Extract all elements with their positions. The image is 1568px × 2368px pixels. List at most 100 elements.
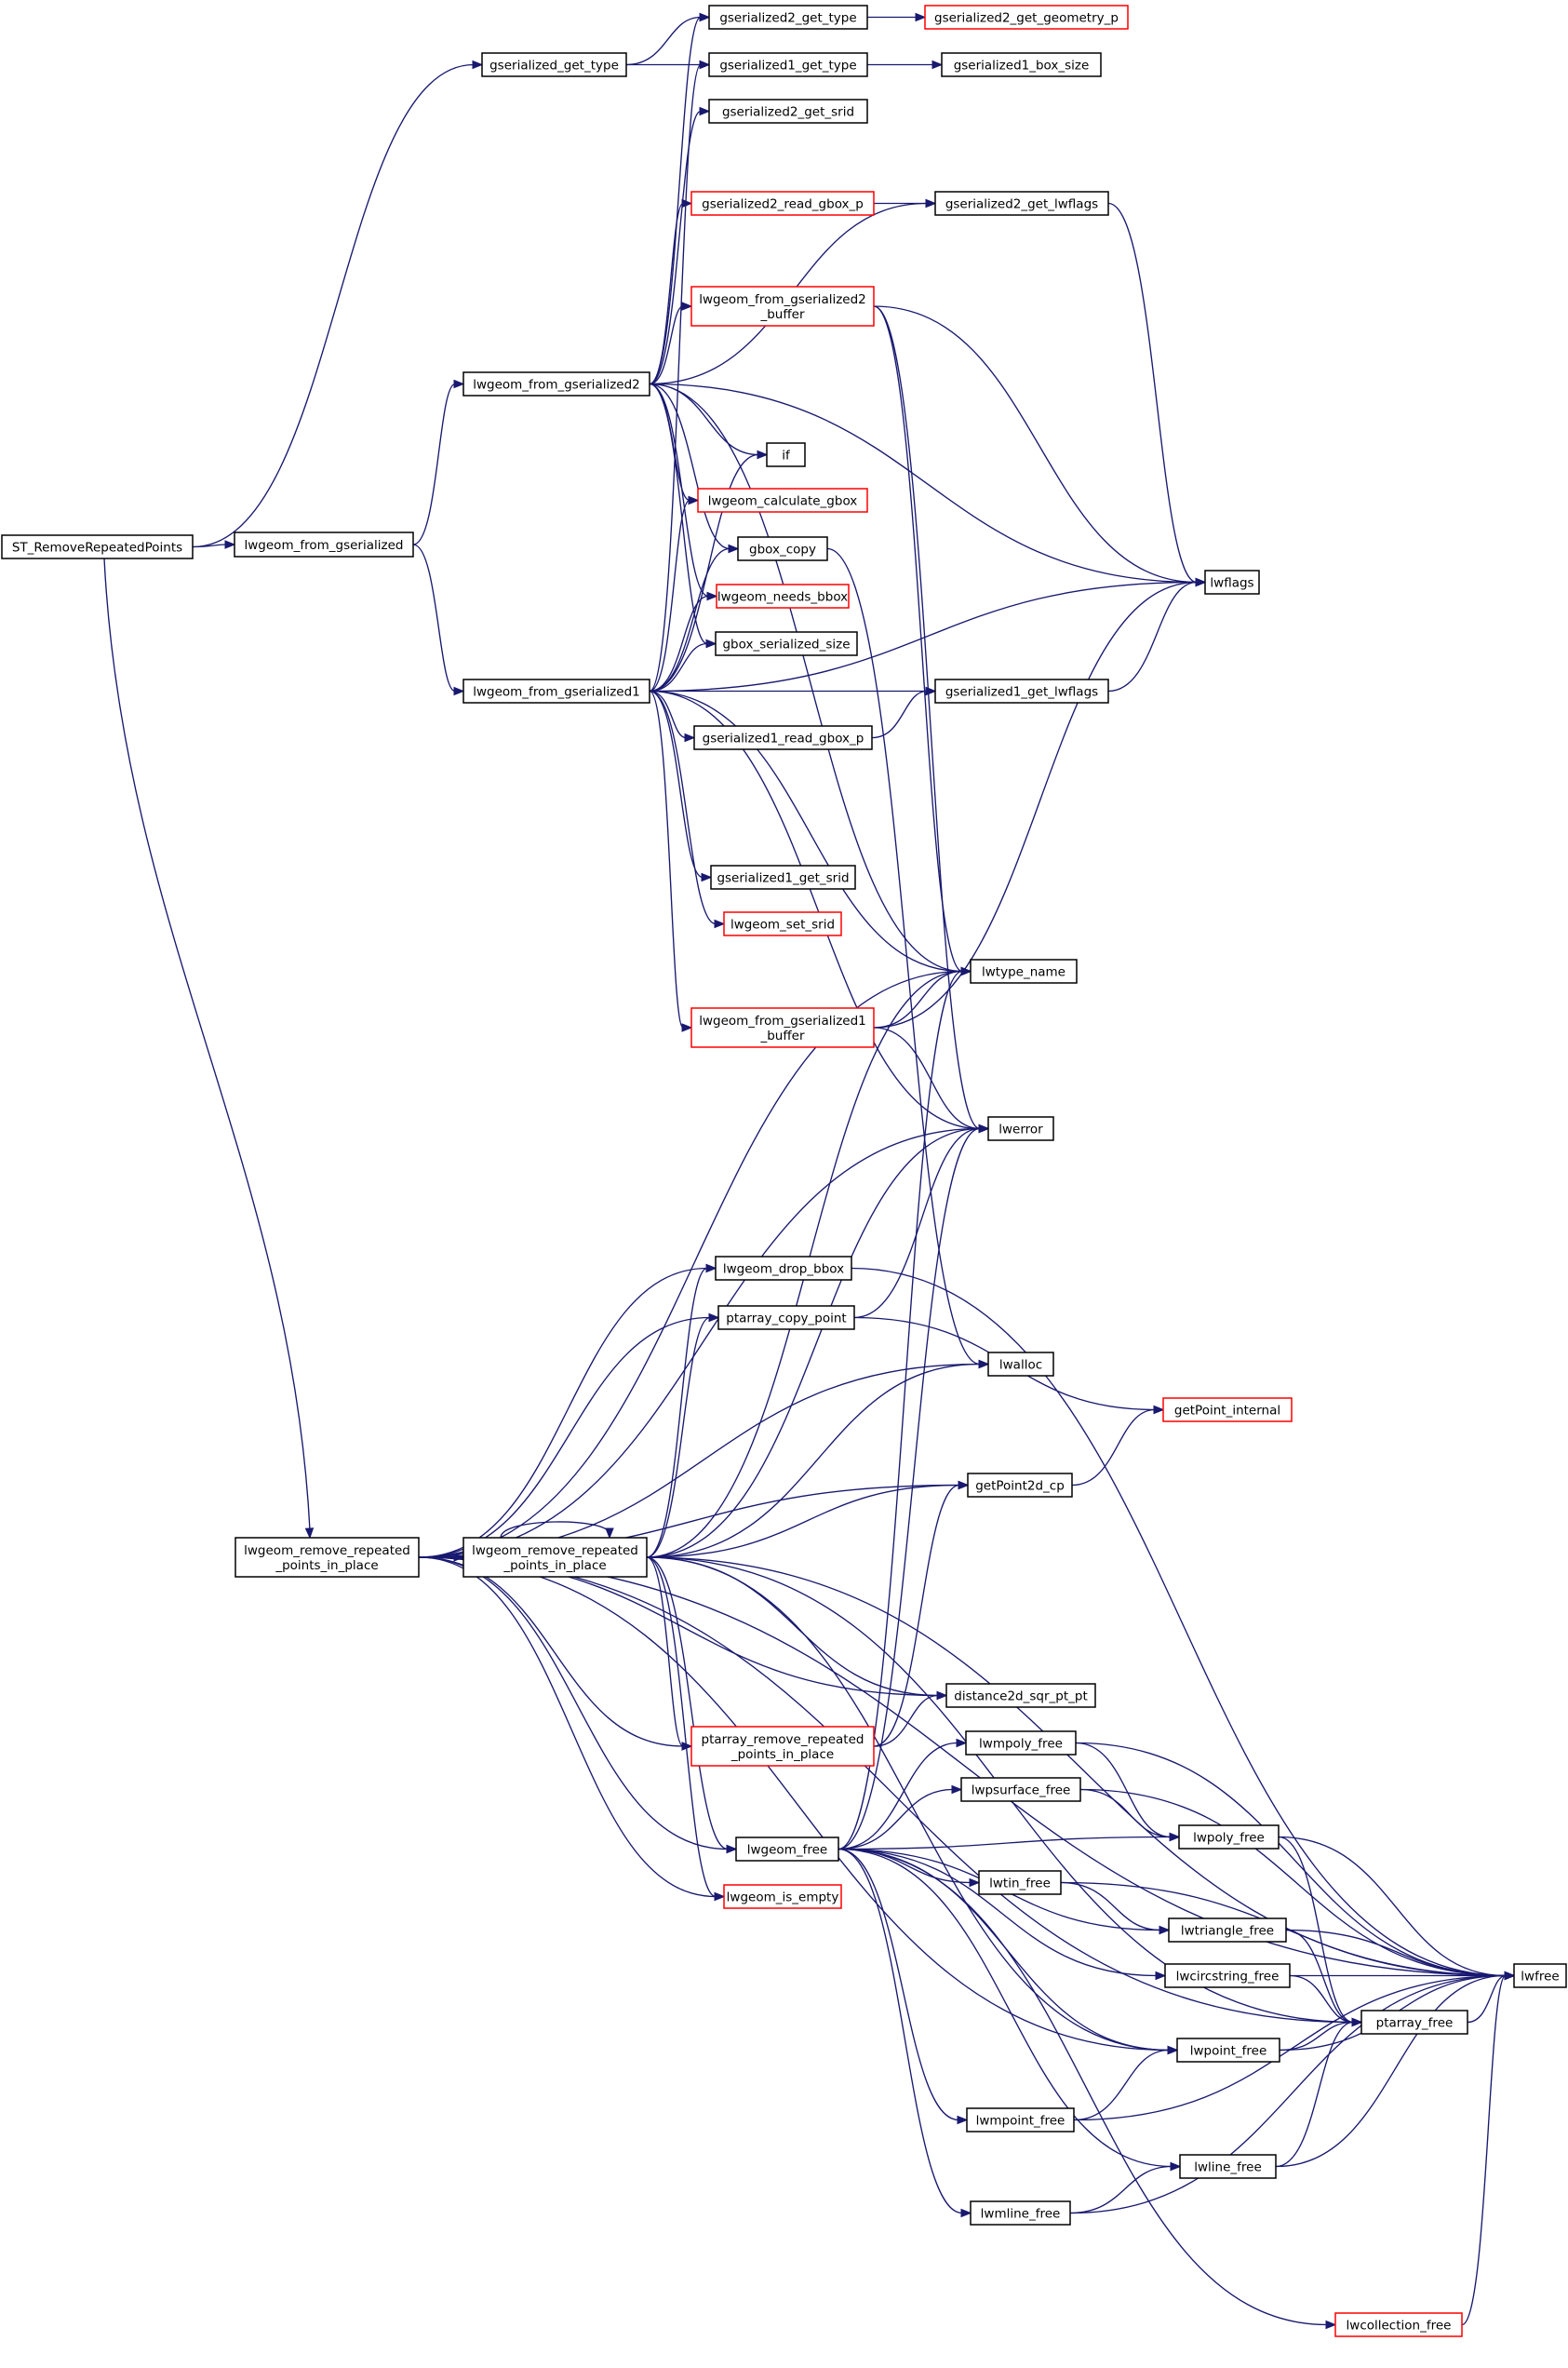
node-box xyxy=(723,911,842,936)
edge-lwgeom-rr1-to-lwpoint-free xyxy=(418,1556,1179,2055)
node-lwflags[interactable]: lwflags xyxy=(1204,570,1260,595)
node-label: lwpoint_free xyxy=(1190,2044,1267,2059)
node-lwerror[interactable]: lwerror xyxy=(987,1116,1054,1141)
node-gbox-ser-size[interactable]: gbox_serialized_size xyxy=(715,631,858,656)
node-if-node[interactable]: if xyxy=(766,442,806,467)
node-lwcollection-free[interactable]: lwcollection_free xyxy=(1334,2312,1463,2337)
edge-lwgeom-rr1-to-lwtype-name xyxy=(418,966,972,1558)
node-gser2-get-lwflags[interactable]: gserialized2_get_lwflags xyxy=(934,191,1109,216)
node-gser1-read-gbox-p[interactable]: gserialized1_read_gbox_p xyxy=(693,725,873,750)
node-box xyxy=(1168,1917,1287,1943)
node-gser2-get-srid[interactable]: gserialized2_get_srid xyxy=(708,99,868,124)
edge-st-remove-to-gser-get-type xyxy=(192,60,484,548)
edge-lwgeom-from-gser2-to-gser2-read-gbox-p xyxy=(649,198,693,385)
edge-lwgeom-rr2-to-lwerror xyxy=(646,1123,990,1558)
node-lwgeom-free[interactable]: lwgeom_free xyxy=(735,1837,839,1862)
node-lwgeom-rr2[interactable]: lwgeom_remove_repeated_points_in_place xyxy=(462,1537,648,1578)
node-ptarray-free[interactable]: ptarray_free xyxy=(1360,2010,1468,2035)
node-box xyxy=(960,1777,1081,1802)
edge-st-remove-to-lwgeom-rr1 xyxy=(103,558,315,1540)
node-box xyxy=(462,1537,648,1578)
edge-lwgeom-from-gser2-buffer-to-lwtype-name xyxy=(873,305,972,976)
node-box xyxy=(1164,1963,1291,1988)
node-st-remove[interactable]: ST_RemoveRepeatedPoints xyxy=(1,534,194,559)
node-label: gserialized1_get_srid xyxy=(717,871,849,886)
node-lwcircstring-free[interactable]: lwcircstring_free xyxy=(1164,1963,1291,1988)
node-lwgeom-from-gser2[interactable]: lwgeom_from_gserialized2 xyxy=(462,371,650,397)
node-label: getPoint2d_cp xyxy=(975,1479,1065,1494)
node-box xyxy=(766,442,806,467)
edge-lwgeom-rr2-to-lwfree xyxy=(646,1556,1516,1981)
node-lwgeom-is-empty[interactable]: lwgeom_is_empty xyxy=(723,1884,842,1909)
edge-lwgeom-free-to-lwtype-name xyxy=(838,966,972,1850)
node-gser1-get-srid[interactable]: gserialized1_get_srid xyxy=(710,865,856,890)
node-box xyxy=(970,2200,1071,2226)
node-label: lwgeom_drop_bbox xyxy=(723,1262,844,1277)
node-lwpsurface-free[interactable]: lwpsurface_free xyxy=(960,1777,1081,1802)
node-box xyxy=(710,865,856,890)
node-lwgeom-from-gser[interactable]: lwgeom_from_gserialized xyxy=(234,531,414,558)
node-label: lwmpoint_free xyxy=(976,2114,1065,2129)
node-lwline-free[interactable]: lwline_free xyxy=(1179,2154,1277,2179)
node-label: lwgeom_is_empty xyxy=(727,1890,839,1905)
node-ptarray-rr[interactable]: ptarray_remove_repeated_points_in_place xyxy=(690,1726,875,1767)
node-getpoint-internal[interactable]: getPoint_internal xyxy=(1162,1397,1293,1422)
node-gser1-box-size[interactable]: gserialized1_box_size xyxy=(941,52,1102,77)
node-box xyxy=(924,5,1129,30)
node-box xyxy=(970,959,1078,984)
node-lwalloc[interactable]: lwalloc xyxy=(987,1352,1054,1377)
node-gser2-get-geometry-p[interactable]: gserialized2_get_geometry_p xyxy=(924,5,1129,30)
node-lwmpoly-free[interactable]: lwmpoly_free xyxy=(965,1730,1077,1756)
edge-lwgeom-from-gser2-buffer-to-lwflags xyxy=(873,305,1207,587)
edge-ptarray-rr-to-getpoint2d-cp xyxy=(873,1480,970,1747)
edge-lwcollection-free-to-lwfree xyxy=(1461,1971,1516,2326)
node-ptarray-copy-point[interactable]: ptarray_copy_point xyxy=(717,1305,855,1330)
node-getpoint2d-cp[interactable]: getPoint2d_cp xyxy=(967,1473,1073,1498)
edge-lwgeom-rr2-to-getpoint2d-cp xyxy=(646,1480,970,1558)
node-lwgeom-drop-bbox[interactable]: lwgeom_drop_bbox xyxy=(715,1256,852,1281)
node-box xyxy=(717,1305,855,1330)
nodes-layer: ST_RemoveRepeatedPoints gserialized_get_t… xyxy=(1,5,1567,2337)
node-gser2-read-gbox-p[interactable]: gserialized2_read_gbox_p xyxy=(690,191,875,216)
node-label: gserialized_get_type xyxy=(489,59,619,74)
node-lwgeom-from-gser2-buffer[interactable]: lwgeom_from_gserialized2_buffer xyxy=(690,286,875,327)
node-label: lwgeom_calculate_gbox xyxy=(708,494,858,509)
node-gser2-get-type[interactable]: gserialized2_get_type xyxy=(708,5,868,30)
node-box xyxy=(690,191,875,216)
node-distance2d[interactable]: distance2d_sqr_pt_pt xyxy=(945,1683,1096,1708)
node-lwgeom-rr1[interactable]: lwgeom_remove_repeated_points_in_place xyxy=(235,1537,420,1578)
node-label: if xyxy=(782,449,791,464)
node-label: lwgeom_from_gserialized2 xyxy=(699,292,866,307)
edge-gser1-read-gbox-p-to-gser1-get-lwflags xyxy=(871,686,937,739)
edge-lwmline-free-to-lwfree xyxy=(1069,1971,1516,2214)
node-lwfree[interactable]: lwfree xyxy=(1513,1963,1567,1988)
node-lwpoly-free[interactable]: lwpoly_free xyxy=(1178,1824,1280,1850)
edge-lwgeom-free-to-lwmpoint-free xyxy=(838,1848,969,2125)
edge-lwgeom-from-gser1-to-gser1-get-lwflags xyxy=(649,686,937,696)
node-lwtin-free[interactable]: lwtin_free xyxy=(978,1870,1062,1895)
node-box xyxy=(690,286,875,327)
node-gser1-get-type[interactable]: gserialized1_get_type xyxy=(708,52,868,77)
node-lwgeom-calc-gbox[interactable]: lwgeom_calculate_gbox xyxy=(697,488,868,513)
node-label: gbox_copy xyxy=(749,543,816,558)
node-lwgeom-set-srid[interactable]: lwgeom_set_srid xyxy=(723,911,842,936)
edge-lwmpoint-free-to-lwpoint-free xyxy=(1073,2045,1179,2121)
node-gbox-copy[interactable]: gbox_copy xyxy=(737,536,828,561)
node-lwtriangle-free[interactable]: lwtriangle_free xyxy=(1168,1917,1287,1943)
node-lwpoint-free[interactable]: lwpoint_free xyxy=(1176,2038,1280,2063)
node-gser-get-type[interactable]: gserialized_get_type xyxy=(481,52,627,77)
node-lwmline-free[interactable]: lwmline_free xyxy=(970,2200,1071,2226)
node-box xyxy=(690,1007,875,1048)
node-label: lwgeom_from_gserialized xyxy=(245,538,404,553)
node-label: getPoint_internal xyxy=(1174,1404,1280,1419)
node-label: _points_in_place xyxy=(730,1747,834,1762)
node-lwgeom-from-gser1-buffer[interactable]: lwgeom_from_gserialized1_buffer xyxy=(690,1007,875,1048)
node-lwgeom-needs-bbox[interactable]: lwgeom_needs_bbox xyxy=(716,584,850,609)
node-label: lwerror xyxy=(998,1123,1043,1137)
node-lwtype-name[interactable]: lwtype_name xyxy=(970,959,1078,984)
node-label: _points_in_place xyxy=(275,1558,378,1573)
node-gser1-get-lwflags[interactable]: gserialized1_get_lwflags xyxy=(934,679,1109,704)
node-lwmpoint-free[interactable]: lwmpoint_free xyxy=(966,2107,1075,2133)
edge-lwgeom-free-to-lwcollection-free xyxy=(838,1848,1337,2330)
node-lwgeom-from-gser1[interactable]: lwgeom_from_gserialized1 xyxy=(462,679,650,704)
